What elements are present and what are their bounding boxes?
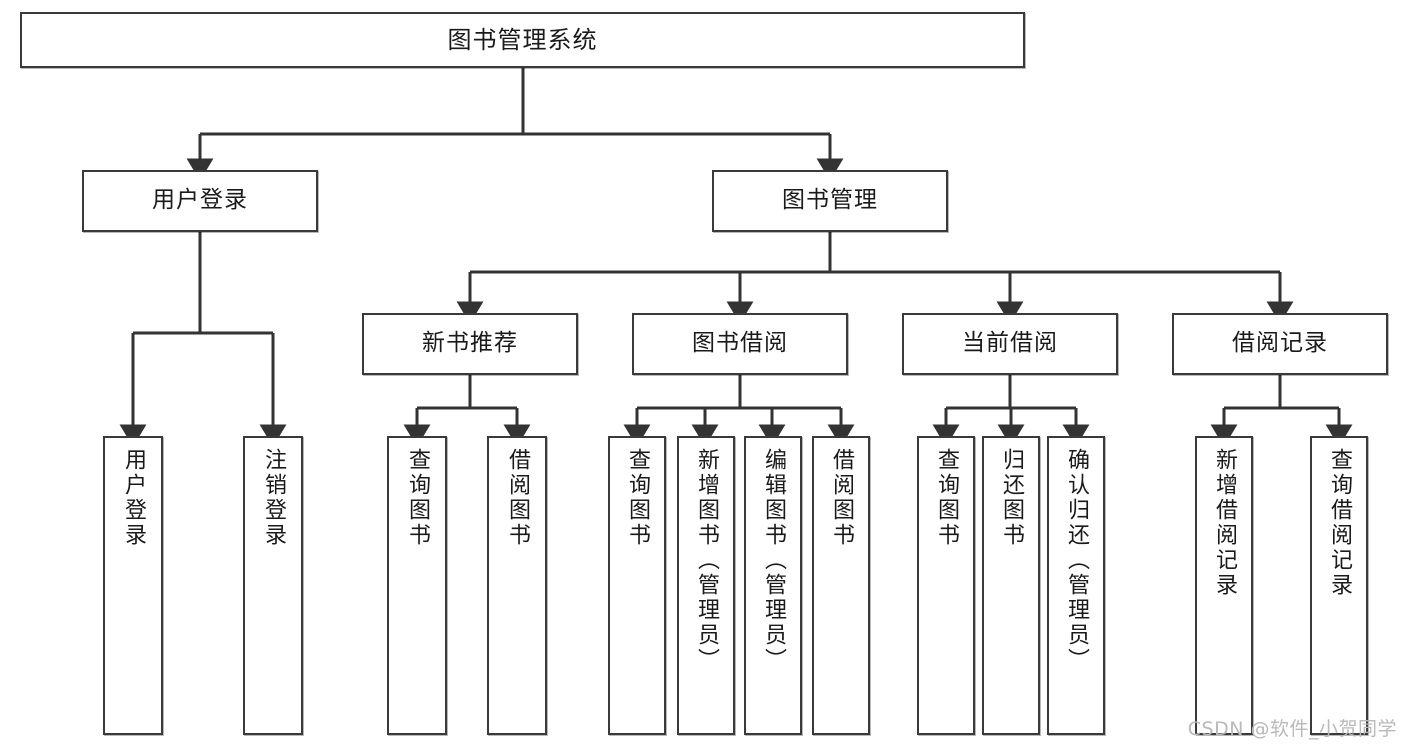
node-label: 图书管理 xyxy=(782,187,878,214)
node-leaf-add-record[interactable]: 新增借阅记录 xyxy=(1195,436,1253,735)
node-label: 借阅记录 xyxy=(1232,330,1328,357)
node-leaf-query-book-1[interactable]: 查询图书 xyxy=(387,436,447,735)
node-new-book-recommend[interactable]: 新书推荐 xyxy=(362,313,578,375)
node-leaf-edit-book[interactable]: 编辑图书（管理员） xyxy=(744,436,802,735)
node-leaf-add-book[interactable]: 新增图书（管理员） xyxy=(677,436,735,735)
node-leaf-query-book-2[interactable]: 查询图书 xyxy=(608,436,666,735)
node-label: 查询图书 xyxy=(625,448,650,548)
node-label: 新书推荐 xyxy=(422,330,518,357)
node-leaf-query-record[interactable]: 查询借阅记录 xyxy=(1310,436,1368,735)
node-label: 注销登录 xyxy=(261,448,286,548)
node-current-borrow[interactable]: 当前借阅 xyxy=(902,313,1118,375)
node-label: 确认归还（管理员） xyxy=(1064,448,1089,673)
node-leaf-return-book[interactable]: 归还图书 xyxy=(982,436,1040,735)
node-borrow-record[interactable]: 借阅记录 xyxy=(1172,313,1388,375)
node-label: 新增图书（管理员） xyxy=(694,448,719,673)
node-label: 用户登录 xyxy=(152,187,248,214)
node-leaf-borrow-book-2[interactable]: 借阅图书 xyxy=(812,436,870,735)
node-label: 当前借阅 xyxy=(962,330,1058,357)
node-label: 编辑图书（管理员） xyxy=(761,448,786,673)
node-label: 新增借阅记录 xyxy=(1212,448,1237,598)
node-label: 归还图书 xyxy=(999,448,1024,548)
node-leaf-confirm-return[interactable]: 确认归还（管理员） xyxy=(1047,436,1105,735)
node-leaf-user-login[interactable]: 用户登录 xyxy=(103,436,163,735)
node-root-book-management-system[interactable]: 图书管理系统 xyxy=(20,12,1025,68)
node-leaf-query-book-3[interactable]: 查询图书 xyxy=(917,436,975,735)
node-label: 图书管理系统 xyxy=(447,25,598,54)
node-book-management[interactable]: 图书管理 xyxy=(712,170,948,232)
node-leaf-borrow-book-1[interactable]: 借阅图书 xyxy=(487,436,547,735)
node-label: 借阅图书 xyxy=(505,448,530,548)
node-label: 查询图书 xyxy=(934,448,959,548)
node-label: 查询借阅记录 xyxy=(1327,448,1352,598)
node-leaf-logout-login[interactable]: 注销登录 xyxy=(243,436,303,735)
node-book-borrow[interactable]: 图书借阅 xyxy=(632,313,848,375)
node-label: 查询图书 xyxy=(405,448,430,548)
node-user-login[interactable]: 用户登录 xyxy=(82,170,318,232)
node-label: 用户登录 xyxy=(121,448,146,548)
node-label: 借阅图书 xyxy=(829,448,854,548)
node-label: 图书借阅 xyxy=(692,330,788,357)
